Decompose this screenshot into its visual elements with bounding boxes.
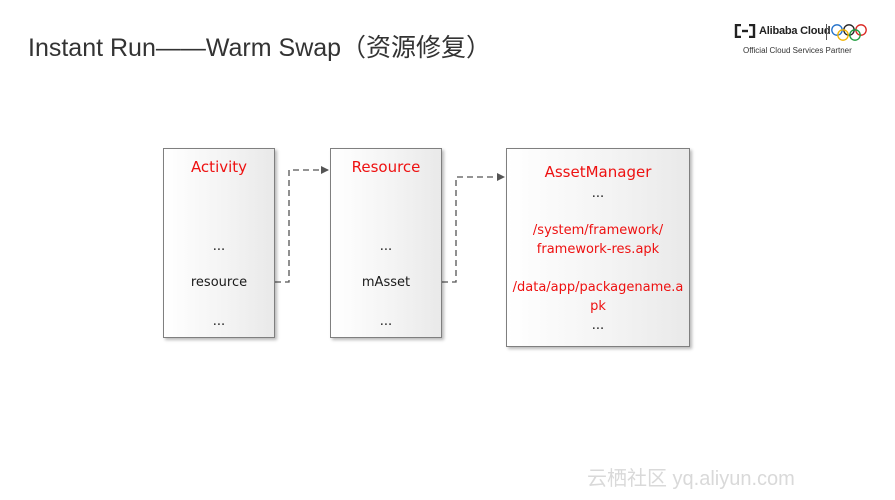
logo-tagline: Official Cloud Services Partner: [743, 46, 852, 55]
data-app-path-continued: pk: [590, 299, 606, 314]
logo-divider: [826, 24, 827, 40]
resource-masset-field: mAsset: [361, 275, 411, 290]
activity-box: Activity ... resource ...: [163, 148, 275, 338]
activity-to-resource-connector: [275, 166, 329, 283]
assetmanager-ellipsis-top: ...: [591, 186, 605, 201]
activity-ellipsis-bottom: ...: [212, 314, 226, 329]
activity-header: Activity: [190, 158, 248, 176]
activity-ellipsis-top: ...: [212, 239, 226, 254]
logo-wordmark: Alibaba Cloud: [759, 25, 831, 37]
activity-resource-field: resource: [190, 275, 248, 290]
assetmanager-ellipsis-bottom: ...: [591, 318, 605, 333]
assetmanager-box: AssetManager ... /system/framework/ fram…: [506, 148, 690, 347]
olympic-rings-icon: [831, 24, 867, 41]
framework-res-apk-path: framework-res.apk: [536, 242, 660, 257]
system-framework-path: /system/framework/: [532, 223, 664, 238]
resource-ellipsis-top: ...: [379, 239, 393, 254]
alibaba-cloud-logo: Alibaba Cloud Official Cloud Services Pa…: [734, 24, 874, 58]
alibaba-cloud-bracket-icon: [734, 24, 756, 38]
assetmanager-header: AssetManager: [544, 163, 652, 181]
slide-title: Instant Run——Warm Swap（资源修复）: [28, 34, 492, 62]
resource-ellipsis-bottom: ...: [379, 314, 393, 329]
resource-header: Resource: [351, 158, 421, 176]
yunqi-watermark: 云栖社区 yq.aliyun.com: [587, 468, 795, 490]
data-app-path: /data/app/packagename.a: [512, 280, 684, 295]
resource-box: Resource ... mAsset ...: [330, 148, 442, 338]
resource-to-assetmanager-connector: [442, 173, 505, 283]
